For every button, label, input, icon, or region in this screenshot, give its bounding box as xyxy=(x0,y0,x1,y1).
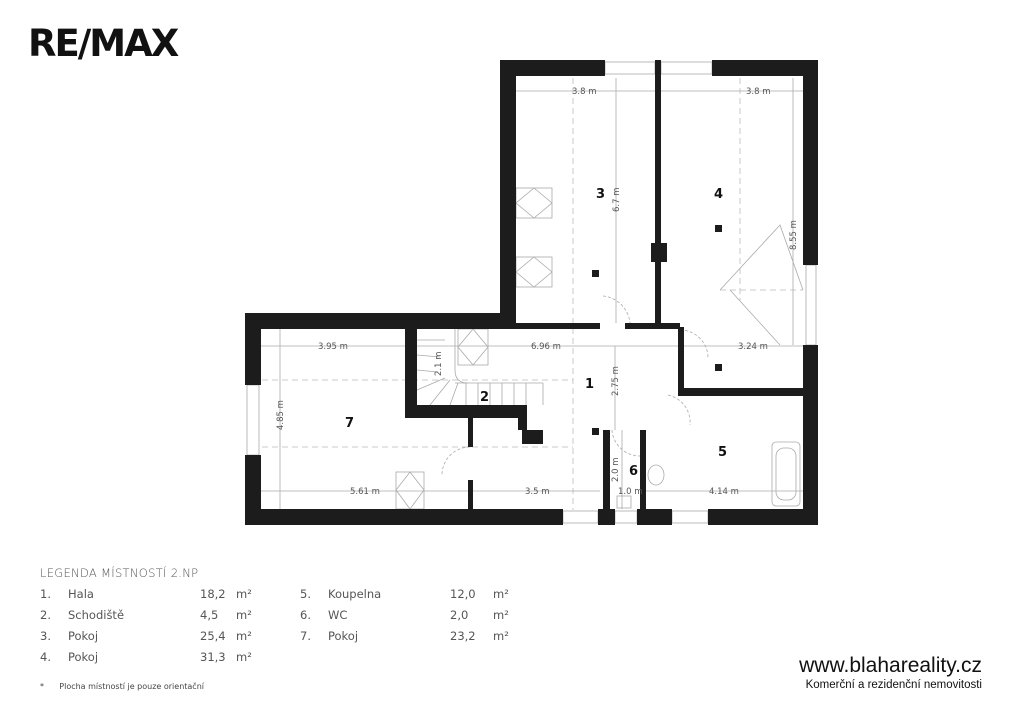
dimension-label: 6.7 m xyxy=(612,188,622,213)
tagline: Komerční a rezidenční nemovitosti xyxy=(805,679,982,691)
dimension-label: 3.5 m xyxy=(525,487,550,497)
legend-note: * Plocha místností je pouze orientační xyxy=(40,682,204,691)
legend-room-name: Pokoj xyxy=(68,650,99,664)
legend-number: 2. xyxy=(40,608,51,622)
legend-number: 4. xyxy=(40,650,51,664)
dimension-label: 3.95 m xyxy=(318,342,348,352)
room-number: 5 xyxy=(718,445,727,460)
legend-area: 2,0 xyxy=(450,608,469,622)
windows xyxy=(246,61,817,524)
dimension-label: 3.8 m xyxy=(746,87,771,97)
legend-number: 1. xyxy=(40,587,51,601)
staircase xyxy=(416,329,544,406)
legend-room-name: Pokoj xyxy=(328,629,359,643)
room-numbers: 1 2 3 4 5 6 7 xyxy=(345,187,727,479)
legend-title: LEGENDA MÍSTNOSTÍ 2.NP xyxy=(40,566,199,580)
skylights xyxy=(395,187,553,510)
legend-number: 3. xyxy=(40,629,51,643)
legend-area: 12,0 xyxy=(450,587,476,601)
legend-unit: m² xyxy=(236,608,252,622)
dimension-label: 2.0 m xyxy=(611,458,621,483)
legend-unit: m² xyxy=(493,629,509,643)
legend-number: 6. xyxy=(300,608,311,622)
room-number: 4 xyxy=(714,187,723,202)
room-number: 7 xyxy=(345,416,354,431)
legend-unit: m² xyxy=(236,587,252,601)
room-number: 6 xyxy=(629,464,638,479)
dimension-labels: 3.8 m 3.8 m 6.7 m 8.55 m 3.24 m 3.95 m 4… xyxy=(276,87,799,497)
doors xyxy=(441,295,709,476)
legend-area: 25,4 xyxy=(200,629,226,643)
legend-number: 7. xyxy=(300,629,311,643)
dimension-label: 6.96 m xyxy=(531,342,561,352)
legend-unit: m² xyxy=(493,587,509,601)
legend-room-name: Schodiště xyxy=(68,608,125,622)
agency-info: www.blahareality.cz Komerční a rezidenčn… xyxy=(799,654,982,691)
bathroom-fixtures xyxy=(616,441,801,509)
dimension-label: 2.1 m xyxy=(434,352,444,377)
legend-room-name: Hala xyxy=(68,587,94,601)
legend-number: 5. xyxy=(300,587,311,601)
website-link[interactable]: www.blahareality.cz xyxy=(799,654,982,677)
legend-room-name: Pokoj xyxy=(68,629,99,643)
remax-logo: RE/MAX xyxy=(28,22,179,65)
legend-unit: m² xyxy=(236,629,252,643)
room-legend: LEGENDA MÍSTNOSTÍ 2.NP xyxy=(40,566,198,586)
legend-area: 31,3 xyxy=(200,650,226,664)
dimension-label: 5.61 m xyxy=(350,487,380,497)
legend-area: 18,2 xyxy=(200,587,226,601)
legend-unit: m² xyxy=(493,608,509,622)
dimension-label: 1.0 m xyxy=(618,487,643,497)
dimension-label: 4.14 m xyxy=(709,487,739,497)
note-text: Plocha místností je pouze orientační xyxy=(59,682,204,691)
room-number: 1 xyxy=(585,377,594,392)
legend-unit: m² xyxy=(236,650,252,664)
legend-area: 4,5 xyxy=(200,608,219,622)
guide-lines xyxy=(261,78,804,510)
dimension-label: 8.55 m xyxy=(789,220,799,250)
legend-room-name: Koupelna xyxy=(328,587,382,601)
note-mark: * xyxy=(40,682,44,691)
walls xyxy=(245,60,818,525)
dimension-label: 2.75 m xyxy=(611,366,621,396)
dimension-label: 3.8 m xyxy=(572,87,597,97)
legend-area: 23,2 xyxy=(450,629,476,643)
room-number: 3 xyxy=(596,187,605,202)
room-number: 2 xyxy=(480,390,489,405)
dimension-label: 4.85 m xyxy=(276,400,286,430)
dimension-label: 3.24 m xyxy=(738,342,768,352)
legend-room-name: WC xyxy=(328,608,348,622)
